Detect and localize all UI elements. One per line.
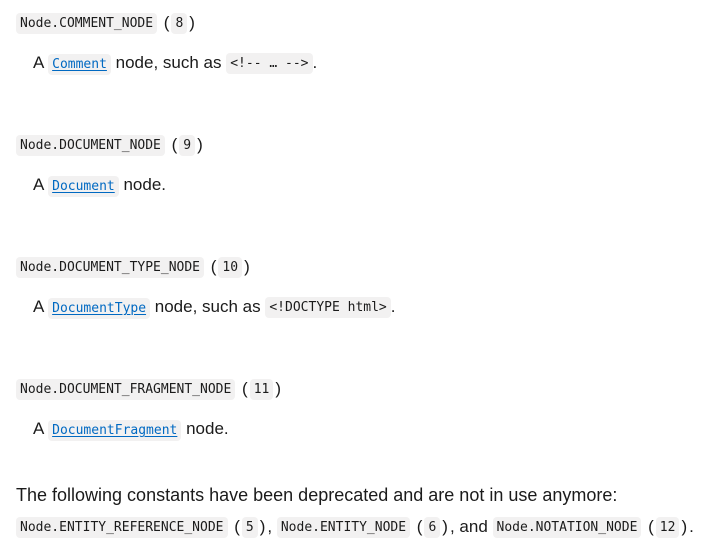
desc-prefix: A xyxy=(33,175,49,194)
term-document-fragment-node: Node.DOCUMENT_FRAGMENT_NODE (11) xyxy=(16,376,721,402)
documentfragment-link[interactable]: DocumentFragment xyxy=(48,419,182,441)
paren-close: ) xyxy=(442,517,448,536)
term-document-type-node: Node.DOCUMENT_TYPE_NODE (10) xyxy=(16,254,721,280)
entry-comment-node: Node.COMMENT_NODE (8) A Comment node, su… xyxy=(16,10,721,76)
paren-open: ( xyxy=(412,517,423,536)
desc-mid: node. xyxy=(118,175,167,194)
desc-prefix: A xyxy=(33,419,49,438)
separator: , xyxy=(267,517,277,536)
paren-close: ) xyxy=(197,135,203,154)
deprecated-constants-list: Node.ENTITY_REFERENCE_NODE (5), Node.ENT… xyxy=(16,514,721,540)
constant-name: Node.DOCUMENT_TYPE_NODE xyxy=(16,256,205,278)
inline-code-sample: <!-- … --> xyxy=(226,52,313,74)
constant-value: 9 xyxy=(179,134,196,156)
desc-prefix: A xyxy=(33,297,49,316)
paren-open: ( xyxy=(229,517,240,536)
sentence-end: . xyxy=(689,517,694,536)
paren-open: ( xyxy=(166,135,178,154)
description-document-node: A Document node. xyxy=(33,172,721,198)
desc-suffix: . xyxy=(312,53,318,72)
constant-name: Node.COMMENT_NODE xyxy=(16,12,158,34)
entry-document-fragment-node: Node.DOCUMENT_FRAGMENT_NODE (11) A Docum… xyxy=(16,376,721,442)
paren-close: ) xyxy=(259,517,266,536)
constant-name: Node.DOCUMENT_NODE xyxy=(16,134,165,156)
document-link[interactable]: Document xyxy=(48,175,119,197)
paren-close: ) xyxy=(681,517,688,536)
desc-prefix: A xyxy=(33,53,49,72)
paren-close: ) xyxy=(244,257,250,276)
constant-name: Node.DOCUMENT_FRAGMENT_NODE xyxy=(16,378,236,400)
paren-open: ( xyxy=(237,379,248,398)
deprecated-constant-name: Node.ENTITY_NODE xyxy=(276,516,411,538)
paren-open: ( xyxy=(159,13,170,32)
desc-mid: node, such as xyxy=(110,53,227,72)
constant-value: 10 xyxy=(218,256,243,278)
separator: , and xyxy=(449,517,493,536)
deprecated-constant-name: Node.NOTATION_NODE xyxy=(492,516,642,538)
paren-close: ) xyxy=(189,13,195,32)
deprecated-constant-value: 5 xyxy=(241,516,258,538)
entry-document-node: Node.DOCUMENT_NODE (9) A Document node. xyxy=(16,132,721,198)
deprecated-constant-name: Node.ENTITY_REFERENCE_NODE xyxy=(16,516,228,538)
paren-open: ( xyxy=(643,517,654,536)
paren-close: ) xyxy=(275,379,282,398)
desc-mid: node, such as xyxy=(150,297,266,316)
comment-link[interactable]: Comment xyxy=(48,53,111,75)
desc-mid: node. xyxy=(181,419,229,438)
deprecated-constant-value: 6 xyxy=(424,516,441,538)
constant-value: 8 xyxy=(171,12,188,34)
paren-open: ( xyxy=(206,257,217,276)
desc-suffix: . xyxy=(390,297,396,316)
constant-value: 11 xyxy=(249,378,274,400)
inline-code-sample: <!DOCTYPE html> xyxy=(265,296,391,318)
term-document-node: Node.DOCUMENT_NODE (9) xyxy=(16,132,721,158)
documenttype-link[interactable]: DocumentType xyxy=(48,297,151,319)
description-comment-node: A Comment node, such as <!-- … --> . xyxy=(33,50,721,76)
node-type-constants-section: Node.COMMENT_NODE (8) A Comment node, su… xyxy=(16,10,721,540)
deprecated-constant-value: 12 xyxy=(655,516,680,538)
description-document-fragment-node: A DocumentFragment node. xyxy=(33,416,721,442)
deprecated-intro: The following constants have been deprec… xyxy=(16,484,618,505)
description-document-type-node: A DocumentType node, such as <!DOCTYPE h… xyxy=(33,294,721,320)
entry-document-type-node: Node.DOCUMENT_TYPE_NODE (10) A DocumentT… xyxy=(16,254,721,320)
term-comment-node: Node.COMMENT_NODE (8) xyxy=(16,10,721,36)
